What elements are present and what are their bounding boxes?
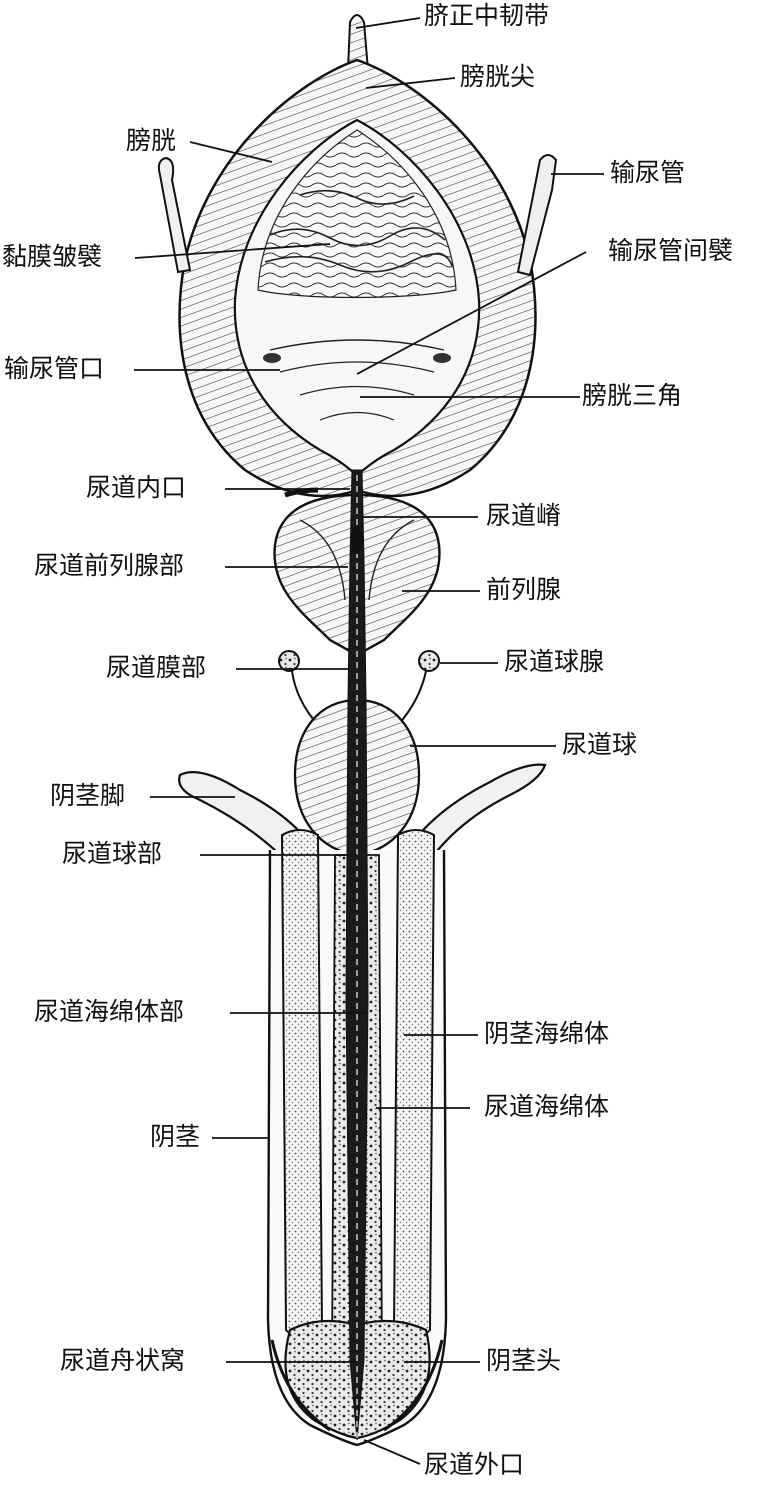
leader-mucosal-folds [134, 243, 331, 259]
label-corpus-spongiosum: 尿道海绵体 [484, 1092, 610, 1121]
label-navicular-fossa: 尿道舟状窝 [60, 1346, 186, 1375]
label-prostate: 前列腺 [486, 575, 562, 604]
label-penis: 阴茎 [150, 1122, 201, 1151]
label-urethral-bulb: 尿道球 [562, 730, 638, 759]
leader-lines [134, 17, 604, 1465]
urethra-lumen [345, 469, 369, 1441]
label-corpus-cavernosum: 阴茎海绵体 [484, 1019, 610, 1048]
label-umbilical-ligament: 脐正中韧带 [424, 1, 550, 30]
leader-interureteric-fold [356, 251, 587, 375]
label-prostatic-urethra: 尿道前列腺部 [34, 551, 185, 580]
mucosal-folds-shape [257, 129, 457, 299]
right-ureter-shape [516, 154, 558, 277]
bladder-drawing [157, 14, 558, 498]
label-external-orifice: 尿道外口 [424, 1450, 525, 1479]
leader-external-orifice [363, 1439, 421, 1465]
left-ureter-shape [157, 156, 192, 274]
leader-bladder-apex [365, 77, 456, 89]
leader-umbilical-ligament [355, 17, 421, 29]
right-corpus-cavernosum-shape [392, 829, 436, 1339]
label-bladder-apex: 膀胱尖 [460, 62, 536, 91]
label-ureter: 输尿管 [610, 158, 686, 187]
label-ureteric-orifice: 输尿管口 [4, 354, 105, 383]
label-urethral-crest: 尿道嵴 [486, 501, 562, 530]
label-glans: 阴茎头 [486, 1346, 562, 1375]
label-crus-penis: 阴茎脚 [50, 781, 126, 810]
label-spongy-urethra: 尿道海绵体部 [34, 997, 185, 1026]
label-mucosal-folds: 黏膜皱襞 [2, 242, 103, 271]
label-bulbous-urethra: 尿道球部 [62, 839, 163, 868]
label-interureteric-fold: 输尿管间襞 [608, 236, 734, 265]
label-membranous-urethra: 尿道膜部 [106, 653, 207, 682]
label-bladder: 膀胱 [126, 126, 177, 155]
urethra-drawing [345, 469, 369, 1441]
label-bulbourethral-gland: 尿道球腺 [504, 647, 605, 676]
label-internal-orifice: 尿道内口 [86, 473, 187, 502]
left-corpus-cavernosum-shape [280, 829, 324, 1339]
label-trigone: 膀胱三角 [582, 381, 683, 410]
leader-bladder [189, 141, 273, 163]
